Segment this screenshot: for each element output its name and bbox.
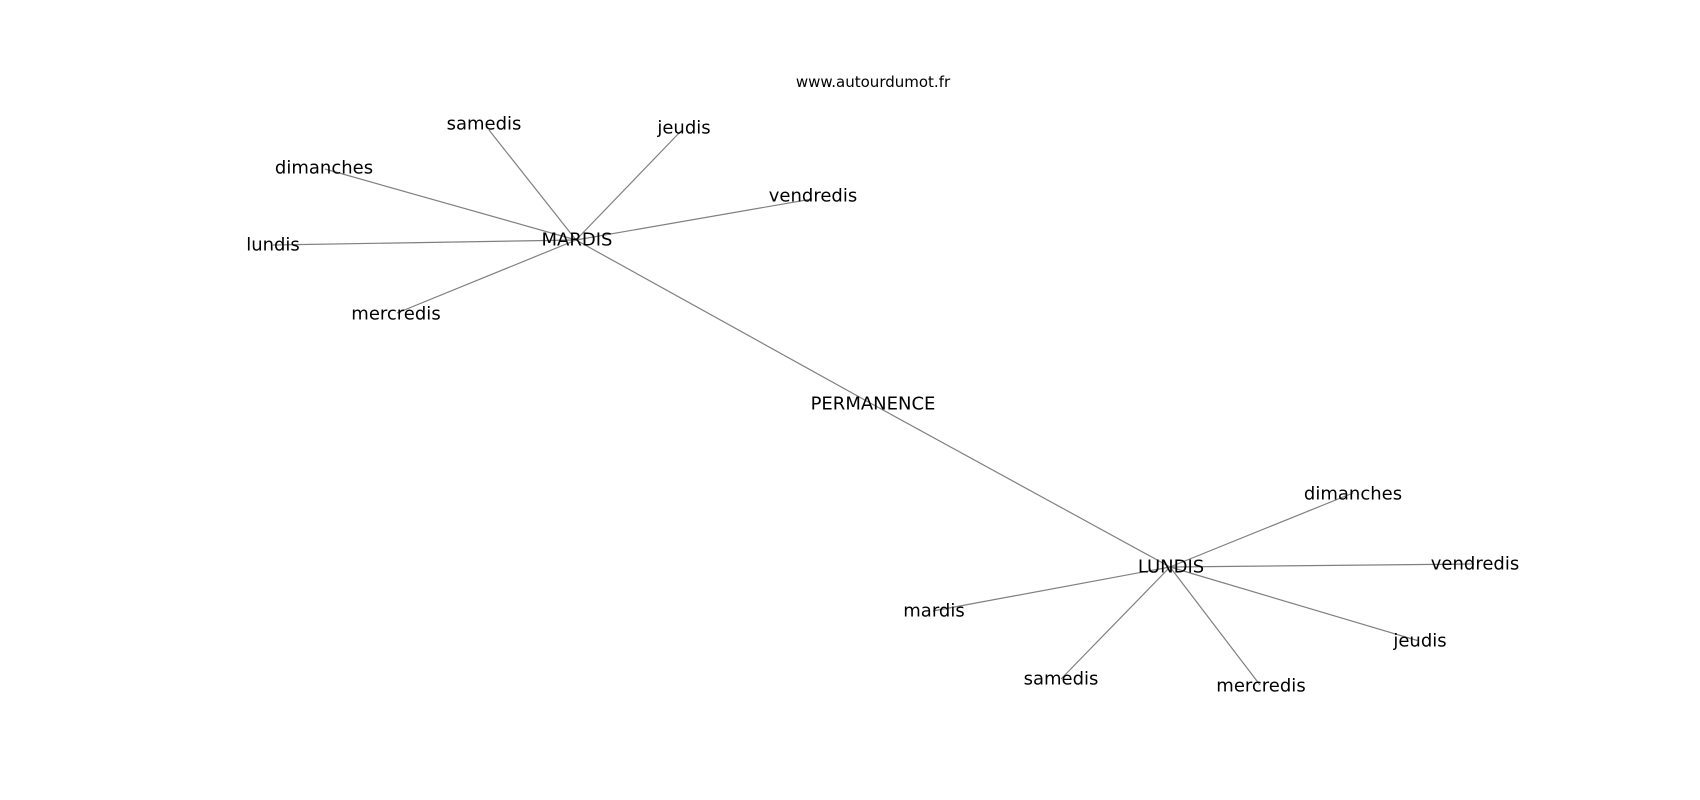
leaf-lundis-label: lundis (246, 235, 300, 256)
label-layer: www.autourdumot.fr PERMANENCE MARDIS sam… (246, 73, 1519, 697)
edge-lundis-vendredis (1169, 563, 1475, 568)
leaf-jeudis-label: jeudis (656, 118, 710, 139)
hub-lundis-label: LUNDIS (1138, 557, 1204, 578)
edge-mardis-jeudis (575, 130, 682, 241)
leaf-mercredis-label: mercredis (351, 304, 440, 325)
edge-lundis-mardis (932, 566, 1171, 612)
edge-lundis-jeudis (1169, 566, 1420, 642)
edge-lundis-dimanches (1169, 492, 1354, 568)
edge-mardis-permanence (575, 239, 873, 405)
edge-mardis-lundis (272, 239, 577, 246)
edge-lundis-samedis (1060, 566, 1171, 680)
edge-layer (272, 129, 1475, 686)
leaf-vendredis-label: vendredis (769, 186, 857, 207)
edge-mardis-dimanches (324, 168, 577, 241)
watermark-text: www.autourdumot.fr (796, 73, 951, 91)
edge-mardis-vendredis (575, 198, 813, 241)
edge-permanence-lundis (871, 403, 1171, 568)
leaf-vendredis-2-label: vendredis (1431, 554, 1519, 575)
leaf-mercredis-2-label: mercredis (1216, 676, 1305, 697)
leaf-dimanches-label: dimanches (275, 158, 373, 179)
leaf-jeudis-2-label: jeudis (1392, 631, 1446, 652)
edge-mardis-samedis (488, 129, 577, 241)
leaf-samedis-label: samedis (447, 114, 522, 135)
edge-mardis-mercredis (396, 239, 577, 314)
edge-lundis-mercredis (1169, 566, 1261, 686)
center-node-label: PERMANENCE (811, 394, 936, 415)
leaf-samedis-2-label: samedis (1024, 669, 1099, 690)
leaf-dimanches-2-label: dimanches (1304, 484, 1402, 505)
leaf-mardis-label: mardis (903, 601, 964, 622)
hub-mardis-label: MARDIS (542, 230, 613, 251)
